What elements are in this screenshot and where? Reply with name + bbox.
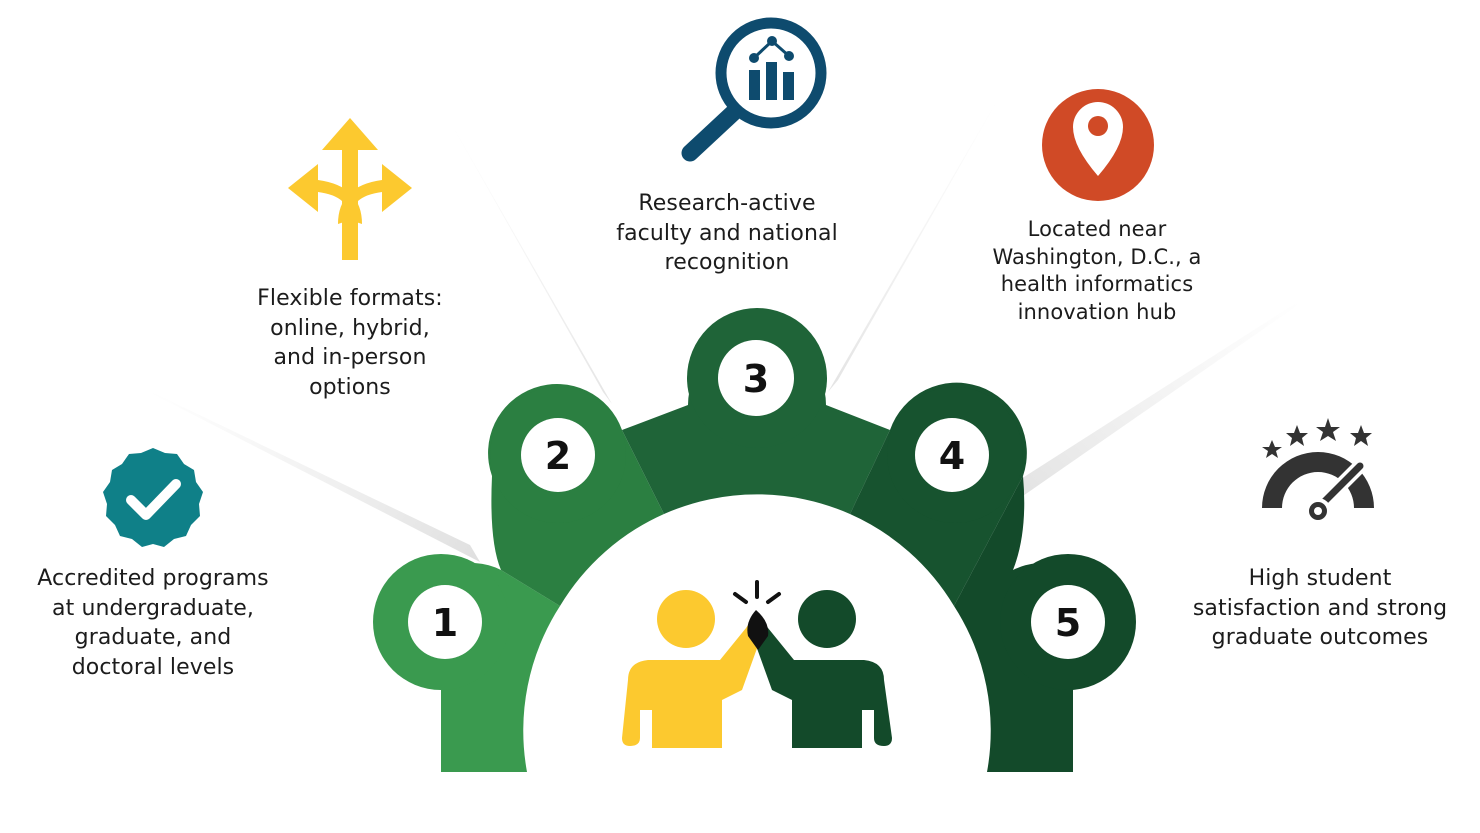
arc-inner-base	[527, 772, 987, 782]
gauge-stars-icon	[1262, 418, 1374, 524]
background-rays	[110, 40, 1360, 562]
number-4: 4	[939, 434, 965, 478]
benefit-text-2: Flexible formats: online, hybrid, and in…	[257, 286, 443, 400]
ray-4	[1010, 262, 1360, 498]
number-5: 5	[1055, 601, 1081, 645]
split-arrows-icon	[288, 118, 412, 260]
ray-1	[110, 372, 480, 562]
verified-badge-icon	[103, 448, 203, 547]
benefit-text-3: Research-active faculty and national rec…	[616, 191, 838, 275]
number-badges: 1 2 3 4 5	[408, 340, 1105, 659]
number-badge-2: 2	[521, 418, 595, 492]
number-badge-1: 1	[408, 585, 482, 659]
arc-inner-space	[527, 542, 987, 772]
number-1: 1	[432, 601, 458, 645]
location-pin-icon	[1042, 89, 1154, 201]
benefit-text-4: Located near Washington, D.C., a health …	[992, 217, 1202, 324]
number-badge-4: 4	[915, 418, 989, 492]
number-badge-3: 3	[718, 340, 794, 416]
benefit-text-1: Accredited programs at undergraduate, gr…	[37, 566, 269, 680]
high-five-icon	[622, 580, 892, 748]
number-badge-5: 5	[1031, 585, 1105, 659]
ray-3	[828, 40, 1032, 392]
ray-2	[412, 55, 612, 404]
magnifier-chart-icon	[681, 17, 827, 162]
benefit-text-5: High student satisfaction and strong gra…	[1192, 566, 1448, 650]
number-2: 2	[545, 434, 571, 478]
number-3: 3	[743, 357, 769, 401]
